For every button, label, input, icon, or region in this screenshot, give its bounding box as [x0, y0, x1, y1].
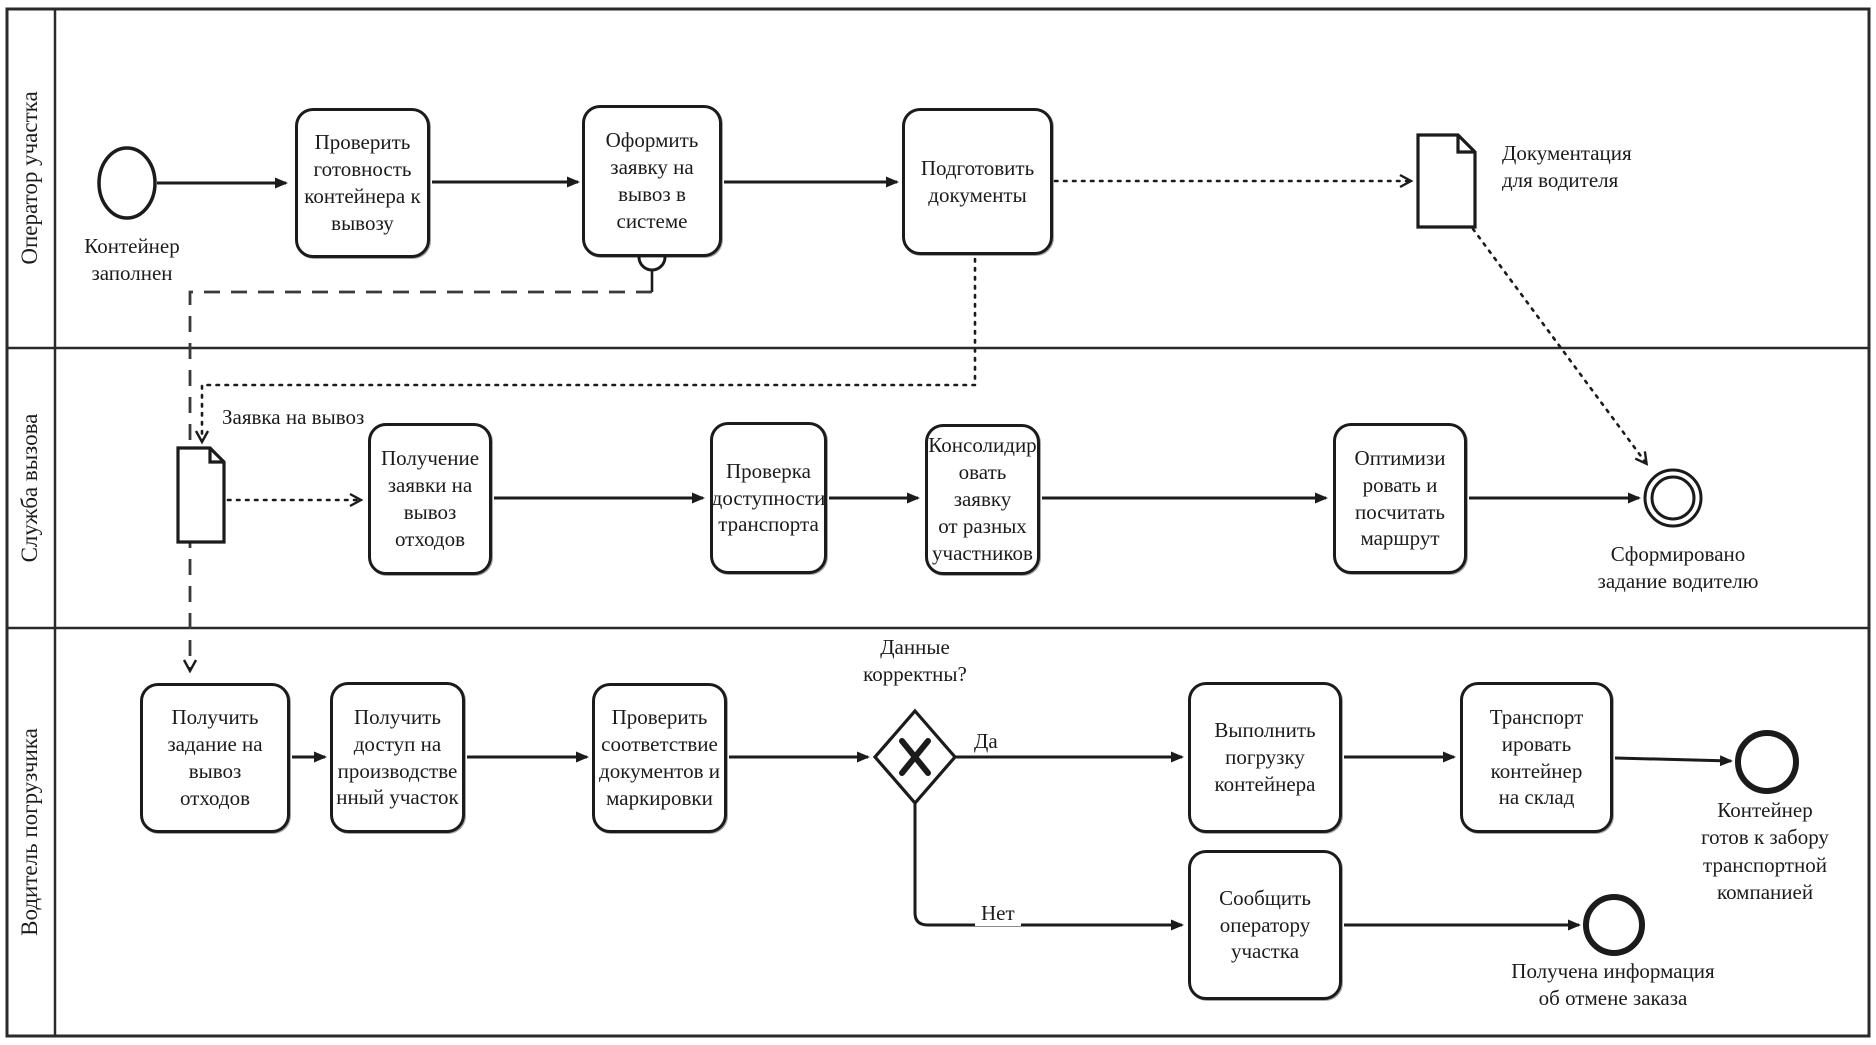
task-create-request[interactable]: Оформить заявку на вывоз в системе	[582, 105, 722, 257]
document-driver-docs-label: Документация для водителя	[1502, 141, 1632, 193]
message-flow-to-driver	[182, 290, 652, 674]
end-event-task-formed-inner	[1650, 475, 1696, 521]
end-event-order-cancelled-label: Получена информация об отмене заказа	[1511, 959, 1715, 1011]
document-request-label: Заявка на вывоз	[222, 405, 365, 429]
lane-label-driver: Водитель погрузчика	[17, 728, 42, 936]
task-get-access[interactable]: Получить доступ на производстве нный уча…	[330, 682, 465, 833]
end-event-task-formed-label: Сформировано задание водителю	[1597, 542, 1759, 594]
task-load-container[interactable]: Выполнить погрузку контейнера	[1188, 682, 1342, 833]
document-request-icon[interactable]	[176, 446, 226, 544]
end-event-container-ready[interactable]	[1735, 730, 1799, 794]
task-prepare-documents[interactable]: Подготовить документы	[902, 108, 1053, 255]
flow-move-to-end	[1614, 755, 1733, 767]
branch-yes-label: Да	[968, 729, 1004, 754]
gateway-question-label: Данные корректны?	[863, 635, 967, 687]
task-receive-request[interactable]: Получение заявки на вывоз отходов	[368, 423, 492, 575]
task-move-to-warehouse[interactable]: Транспорт ировать контейнер на склад	[1460, 682, 1613, 833]
document-driver-docs-fold	[1456, 135, 1475, 154]
pool-border	[5, 7, 1871, 1038]
task-optimize-route[interactable]: Оптимизи ровать и посчитать маршрут	[1333, 423, 1467, 574]
task-notify-operator[interactable]: Сообщить оператору участка	[1188, 850, 1342, 1000]
task-verify-documents[interactable]: Проверить соответствие документов и марк…	[592, 683, 727, 833]
lane-label-operator: Оператор участка	[17, 91, 42, 265]
task-check-transport[interactable]: Проверка доступности транспорта	[710, 422, 827, 574]
end-event-container-ready-label: Контейнер готов к забору транспортной ко…	[1701, 798, 1829, 904]
start-event-label: Контейнер заполнен	[84, 234, 180, 286]
flow-gateway-no-to-notify	[913, 803, 1184, 931]
gateway-x-icon	[899, 738, 931, 776]
document-driver-docs-icon[interactable]	[1416, 133, 1477, 229]
branch-no-label: Нет	[975, 901, 1021, 926]
end-event-order-cancelled[interactable]	[1583, 894, 1645, 956]
task-consolidate-requests[interactable]: Консолидир овать заявку от разных участн…	[925, 424, 1040, 575]
start-event[interactable]	[97, 146, 157, 220]
document-request-fold	[208, 448, 224, 464]
task-check-container[interactable]: Проверить готовность контейнера к вывозу	[295, 108, 430, 258]
association-doc-to-end	[1471, 227, 1649, 466]
task-get-waste-task[interactable]: Получить задание на вывоз отходов	[140, 683, 290, 833]
association-prepare-to-request-doc	[194, 257, 977, 445]
lane-label-call-service: Служба вызова	[17, 413, 42, 563]
